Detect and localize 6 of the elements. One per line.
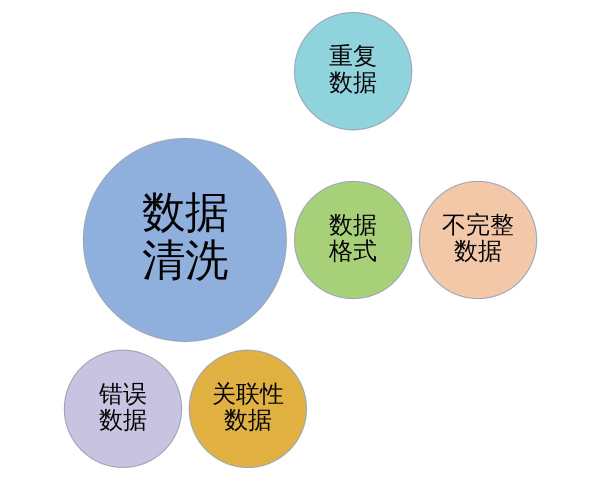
node-circle: 数据格式	[293, 180, 412, 300]
node-circle: 不完整数据	[418, 180, 537, 300]
node-circle: 重复数据	[293, 12, 412, 130]
node-circle: 错误数据	[63, 350, 182, 468]
node-circle: 数据清洗	[82, 138, 286, 342]
node-circle: 关联性数据	[188, 350, 307, 468]
